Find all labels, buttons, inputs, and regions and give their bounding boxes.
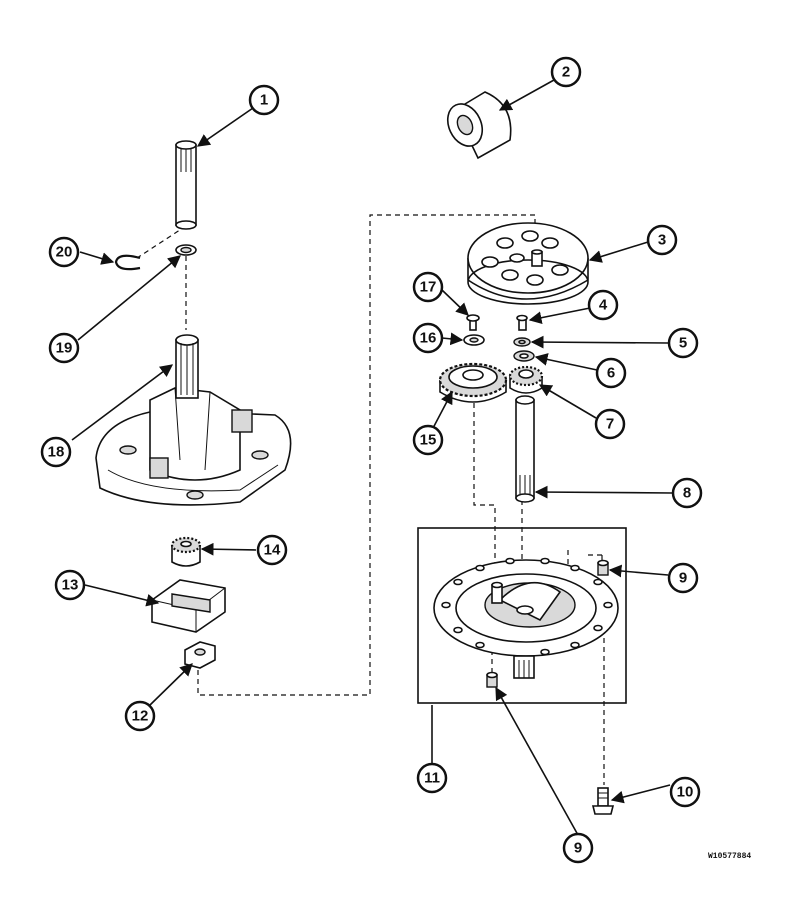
- assembly-bolt-holes: [441, 557, 613, 656]
- callout-6: 6: [595, 357, 627, 389]
- assembly-dashed-lines: [136, 214, 605, 785]
- callout-17: 17: [412, 271, 444, 303]
- svg-text:10: 10: [677, 784, 694, 801]
- callout-4: 4: [587, 289, 619, 321]
- svg-text:8: 8: [683, 485, 691, 502]
- svg-text:9: 9: [679, 570, 687, 587]
- callout-16: 16: [412, 322, 444, 354]
- part-block-12: [184, 641, 216, 669]
- part-stud-4: [516, 314, 528, 331]
- callout-8: 8: [671, 477, 703, 509]
- svg-text:12: 12: [132, 708, 149, 725]
- part-washer-16: [463, 334, 485, 346]
- svg-text:9: 9: [574, 840, 582, 857]
- callout-9-lower: 9: [562, 832, 594, 864]
- svg-text:1: 1: [260, 92, 268, 109]
- callout-13: 13: [54, 569, 86, 601]
- callout-15: 15: [412, 424, 444, 456]
- part-shaft-1: [175, 140, 197, 230]
- part-pinion-14: [170, 536, 202, 567]
- part-gear-7: [508, 365, 544, 394]
- drawing-code: W10577884: [708, 852, 751, 861]
- svg-text:20: 20: [56, 244, 73, 261]
- svg-text:2: 2: [562, 64, 570, 81]
- part-washer-5: [513, 337, 531, 347]
- callout-2: 2: [550, 56, 582, 88]
- callout-11: 11: [416, 762, 448, 794]
- svg-text:14: 14: [264, 542, 281, 559]
- callout-3: 3: [646, 224, 678, 256]
- svg-text:6: 6: [607, 365, 615, 382]
- part-bushing-2: [446, 91, 512, 160]
- part-assembly-11: [417, 527, 627, 704]
- callout-5: 5: [667, 327, 699, 359]
- callout-14: 14: [256, 534, 288, 566]
- callout-9-upper: 9: [667, 562, 699, 594]
- svg-text:7: 7: [606, 416, 614, 433]
- part-pin-9-upper: [597, 559, 609, 576]
- svg-text:4: 4: [599, 297, 608, 314]
- assembly-box: [417, 527, 627, 704]
- part-screw-17: [466, 314, 480, 331]
- callout-12: 12: [124, 700, 156, 732]
- part-washer-6: [513, 350, 535, 362]
- callout-18: 18: [40, 436, 72, 468]
- part-shaft-8: [515, 395, 535, 503]
- callout-7: 7: [594, 408, 626, 440]
- callout-20: 20: [48, 236, 80, 268]
- part-pin-9-lower: [486, 671, 498, 688]
- leader-lines: [71, 79, 673, 836]
- part-clip-20: [114, 254, 141, 271]
- svg-text:17: 17: [420, 279, 437, 296]
- callout-10: 10: [669, 776, 701, 808]
- part-pulley-3: [467, 222, 589, 305]
- part-housing-18: [95, 334, 292, 506]
- svg-text:13: 13: [62, 577, 79, 594]
- callout-1: 1: [248, 84, 280, 116]
- part-rack-13: [151, 579, 226, 633]
- part-washer-19: [175, 244, 197, 256]
- part-gear-15: [438, 362, 508, 403]
- svg-text:16: 16: [420, 330, 437, 347]
- callout-19: 19: [48, 332, 80, 364]
- part-bolt-10: [591, 787, 615, 815]
- svg-text:11: 11: [424, 770, 440, 787]
- svg-text:18: 18: [48, 444, 65, 461]
- svg-text:3: 3: [658, 232, 666, 249]
- svg-text:5: 5: [679, 335, 687, 352]
- svg-text:19: 19: [56, 340, 73, 357]
- svg-text:15: 15: [420, 432, 437, 449]
